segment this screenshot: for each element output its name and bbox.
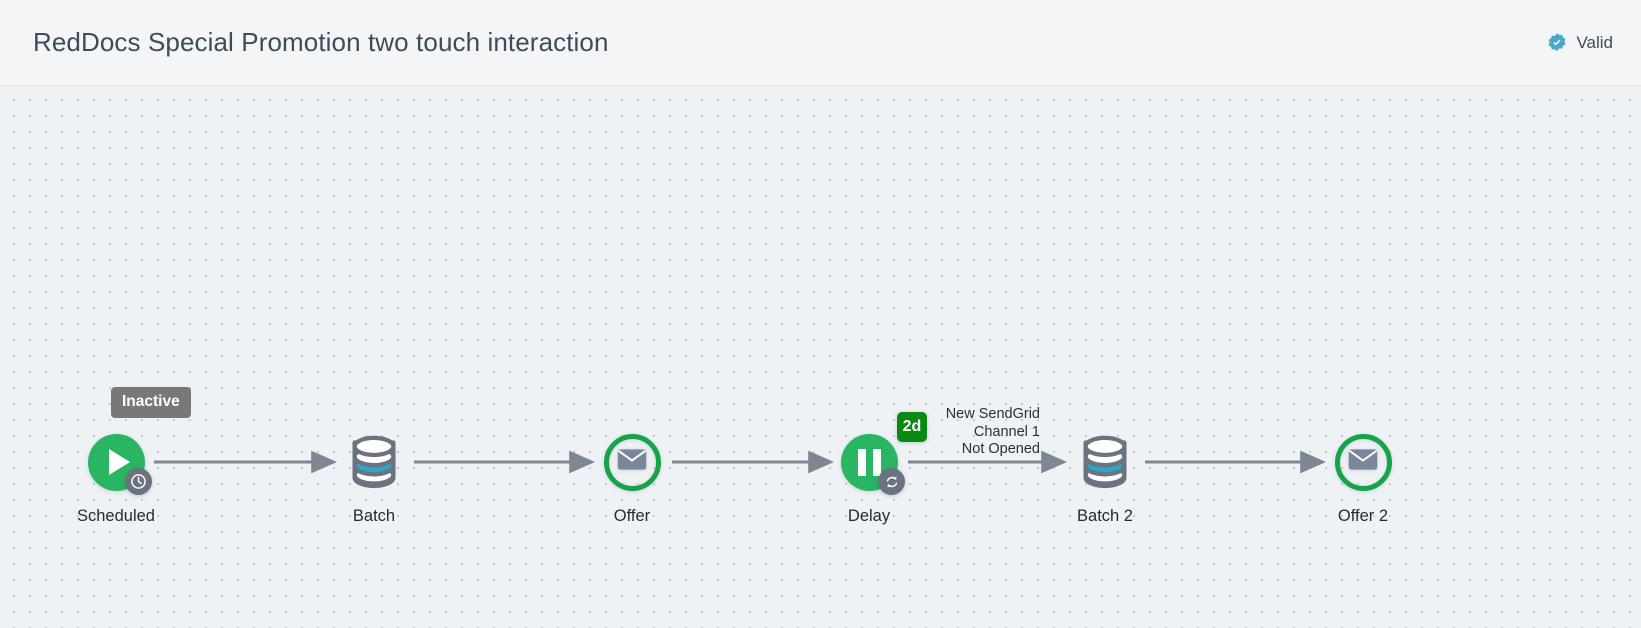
sync-icon	[878, 468, 905, 495]
node-offer-icon-wrap[interactable]	[600, 430, 664, 494]
offer2-circle[interactable]	[1334, 433, 1392, 491]
node-scheduled-icon-wrap[interactable]: Inactive	[84, 387, 191, 495]
connector-layer	[154, 450, 1327, 474]
node-delay-label: Delay	[847, 507, 891, 525]
page-title: RedDocs Special Promotion two touch inte…	[33, 27, 609, 57]
node-offer2-icon-wrap[interactable]	[1331, 430, 1395, 494]
node-batch-icon-wrap[interactable]	[342, 430, 406, 494]
node-delay[interactable]: 2d Delay	[809, 412, 929, 526]
envelope-icon	[617, 448, 647, 476]
node-offer2[interactable]: Offer 2	[1303, 430, 1423, 526]
node-scheduled-label: Scheduled	[77, 507, 155, 525]
envelope-icon	[1348, 448, 1378, 476]
node-batch2-icon-wrap[interactable]	[1073, 430, 1137, 494]
header-actions: Valid	[1546, 32, 1613, 54]
flow-canvas[interactable]: New SendGrid Channel 1 Not Opened Inacti…	[0, 86, 1641, 628]
edge-label-line-2: Channel 1	[973, 423, 1040, 440]
play-icon	[109, 449, 130, 475]
node-offer[interactable]: Offer	[572, 430, 692, 526]
node-delay-icon-wrap[interactable]: 2d	[837, 412, 927, 495]
status-badge-label: Valid	[1576, 32, 1613, 52]
node-batch[interactable]: Batch	[314, 430, 434, 526]
pause-icon	[857, 448, 881, 476]
delay-duration-badge: 2d	[897, 412, 927, 442]
database-icon	[1074, 429, 1136, 496]
node-scheduled[interactable]: Inactive Scheduled	[56, 387, 191, 526]
edge-label-line-1: New SendGrid	[945, 406, 1040, 422]
database-icon	[343, 429, 405, 496]
node-batch-label: Batch	[352, 507, 396, 525]
offer-circle[interactable]	[603, 433, 661, 491]
tooltip-inactive: Inactive	[111, 387, 191, 418]
node-offer2-label: Offer 2	[1337, 507, 1389, 525]
node-batch2-label: Batch 2	[1077, 507, 1133, 525]
node-offer-label: Offer	[613, 507, 651, 525]
app-header: RedDocs Special Promotion two touch inte…	[0, 0, 1641, 86]
node-batch2[interactable]: Batch 2	[1045, 430, 1165, 526]
verified-badge-icon	[1546, 32, 1568, 54]
edge-label-line-3: Not Opened	[961, 441, 1040, 457]
edge-label-delay-batch2: New SendGrid Channel 1 Not Opened	[844, 406, 1040, 459]
clock-icon	[125, 468, 152, 495]
status-badge[interactable]: Valid	[1546, 32, 1613, 54]
